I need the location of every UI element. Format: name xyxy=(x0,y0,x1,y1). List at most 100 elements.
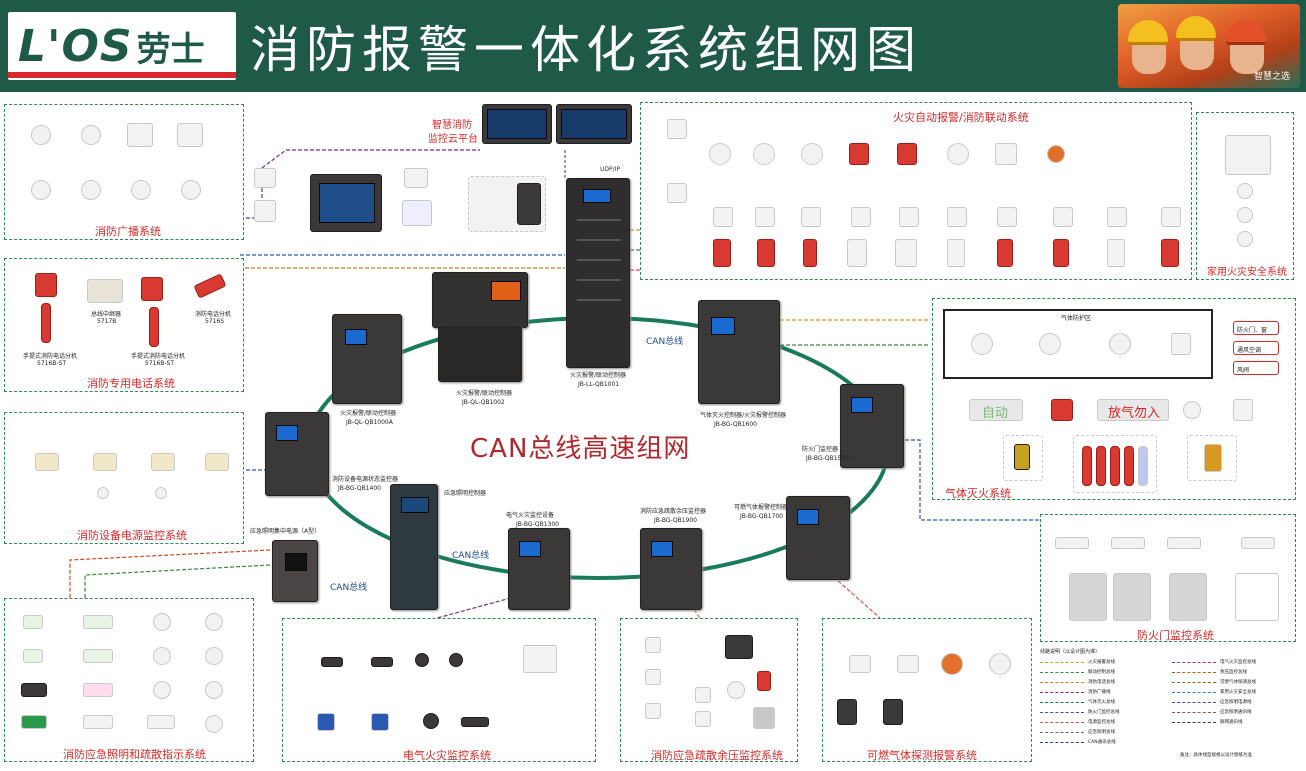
strobe-light xyxy=(1047,145,1065,163)
graphic-display-terminal xyxy=(310,174,382,232)
electrical-fire-title: 电气火灾监控系统 xyxy=(403,749,491,762)
power-monitor-controller xyxy=(265,412,329,496)
electric-cabinet xyxy=(947,239,965,267)
exit-sign xyxy=(83,649,113,663)
relay-model: 5717B xyxy=(97,318,117,325)
pressure-controller xyxy=(725,635,753,659)
door-ctrl-model: JB-BG-QB1500 xyxy=(806,455,849,462)
legend-line xyxy=(1040,722,1084,723)
elec-module xyxy=(371,713,389,731)
gas-detector-round xyxy=(989,653,1011,675)
ceiling-speaker xyxy=(31,125,51,145)
output-damper: 风阀 xyxy=(1233,361,1279,375)
handset-label: 手提式消防电话分机 xyxy=(23,353,78,360)
pressure-ctrl-model: JB-BG-QB1900 xyxy=(654,517,697,524)
exit-sign-green xyxy=(21,715,47,729)
level-meter xyxy=(1107,239,1125,267)
flow-switch xyxy=(803,239,817,267)
current-transformer xyxy=(155,487,167,499)
fire-door-controller xyxy=(840,384,904,468)
phone-jack xyxy=(141,277,163,301)
temperature-sensor xyxy=(461,717,489,727)
slogan-text: 智慧之选 xyxy=(1253,72,1290,82)
control-module xyxy=(1053,207,1073,227)
legend-line xyxy=(1172,672,1216,673)
gas-ctrl-model: JB-BG-QB1600 xyxy=(714,421,757,428)
power-sensor xyxy=(151,453,175,471)
bus-relay xyxy=(87,279,123,303)
io-module xyxy=(1233,399,1253,421)
twin-spot-light xyxy=(147,715,175,729)
control-module xyxy=(997,207,1017,227)
phone-extension xyxy=(193,273,227,299)
fire-door xyxy=(1113,573,1151,621)
module xyxy=(667,119,687,139)
fire-alarm-title: 火灾自动报警/消防联动系统 xyxy=(893,111,1029,124)
no-entry-indicator: 放气勿入 xyxy=(1097,399,1169,421)
combustible-controller xyxy=(786,496,850,580)
heat-detector xyxy=(801,143,823,165)
gas-valve xyxy=(883,699,903,725)
control-module xyxy=(851,207,871,227)
wire-lighting-2 xyxy=(84,564,271,600)
home-fire-title: 家用火灾安全系统 xyxy=(1207,267,1287,278)
desk-controller xyxy=(432,272,528,328)
gas-controller xyxy=(698,300,780,404)
ceiling-speaker xyxy=(131,180,151,200)
transmission-device-frame xyxy=(468,176,546,232)
residual-pressure-box: 消防应急疏散余压监控系统 xyxy=(620,618,798,762)
legend-line xyxy=(1172,682,1216,683)
elec-fire-controller xyxy=(508,528,570,610)
fire-handset xyxy=(149,307,159,347)
emergency-light xyxy=(205,647,223,665)
handset-model: 5716B-ST xyxy=(145,360,175,367)
can-bus-label: CAN总线 xyxy=(330,583,368,593)
control-module xyxy=(947,207,967,227)
pump-control xyxy=(895,239,917,267)
module-box xyxy=(254,168,276,188)
desk-model: JB-QL-QB1002 xyxy=(462,399,505,406)
power-monitor-title: 消防设备电源监控系统 xyxy=(77,529,187,542)
emergency-light xyxy=(205,681,223,699)
left-ctrl-model: JB-QL-QB1000A xyxy=(346,419,393,426)
current-transformer xyxy=(97,487,109,499)
pressure-controller-main xyxy=(640,528,702,610)
emergency-light xyxy=(205,613,223,631)
exit-sign-dark xyxy=(21,683,47,697)
auto-indicator: 自动 xyxy=(969,399,1023,421)
gas-detection-box: 可燃气体探测报警系统 xyxy=(822,618,1032,762)
home-smoke-detector xyxy=(1237,183,1253,199)
pressure-switch xyxy=(1053,239,1069,267)
gas-zone-frame: 气体防护区 xyxy=(943,309,1213,379)
broadcast-system-title: 消防广播系统 xyxy=(95,225,161,238)
legend-line xyxy=(1172,712,1216,713)
home-smoke-detector xyxy=(1237,207,1253,223)
firefighters-photo: 智慧之选 xyxy=(1118,4,1300,88)
residual-current-sensor xyxy=(321,657,343,667)
emergency-light xyxy=(153,613,171,631)
smoke-detector xyxy=(753,143,775,165)
legend-line xyxy=(1172,692,1216,693)
sounder-strobe xyxy=(941,653,963,675)
wall-speaker xyxy=(127,123,153,147)
cabinet-name: 火灾报警/联动控制器 xyxy=(570,372,627,379)
pressure-sensor xyxy=(695,711,711,727)
ceiling-speaker xyxy=(181,180,201,200)
main-cabinet xyxy=(566,178,630,368)
power-monitor-box: 消防设备电源监控系统 xyxy=(4,412,244,544)
page-title: 消防报警一体化系统组网图 xyxy=(250,21,922,79)
power-sensor xyxy=(93,453,117,471)
pressure-ctrl-name: 消防应急疏散余压监控器 xyxy=(640,508,707,515)
legend-line xyxy=(1040,672,1084,673)
desk-base xyxy=(438,326,522,382)
door-monitor-module xyxy=(1111,537,1145,549)
home-smoke-detector xyxy=(1237,231,1253,247)
wire-lighting xyxy=(69,549,271,600)
legend-note: 备注：具体线型规格以设计图纸为准 xyxy=(1180,753,1252,758)
home-fire-box: 家用火灾安全系统 xyxy=(1196,112,1294,280)
alarm-sounder xyxy=(1109,333,1131,355)
can-bus-label: CAN总线 xyxy=(646,337,684,347)
logo-latin: L'OS xyxy=(18,20,133,72)
legend-line xyxy=(1040,702,1084,703)
heat-detector xyxy=(1039,333,1061,355)
